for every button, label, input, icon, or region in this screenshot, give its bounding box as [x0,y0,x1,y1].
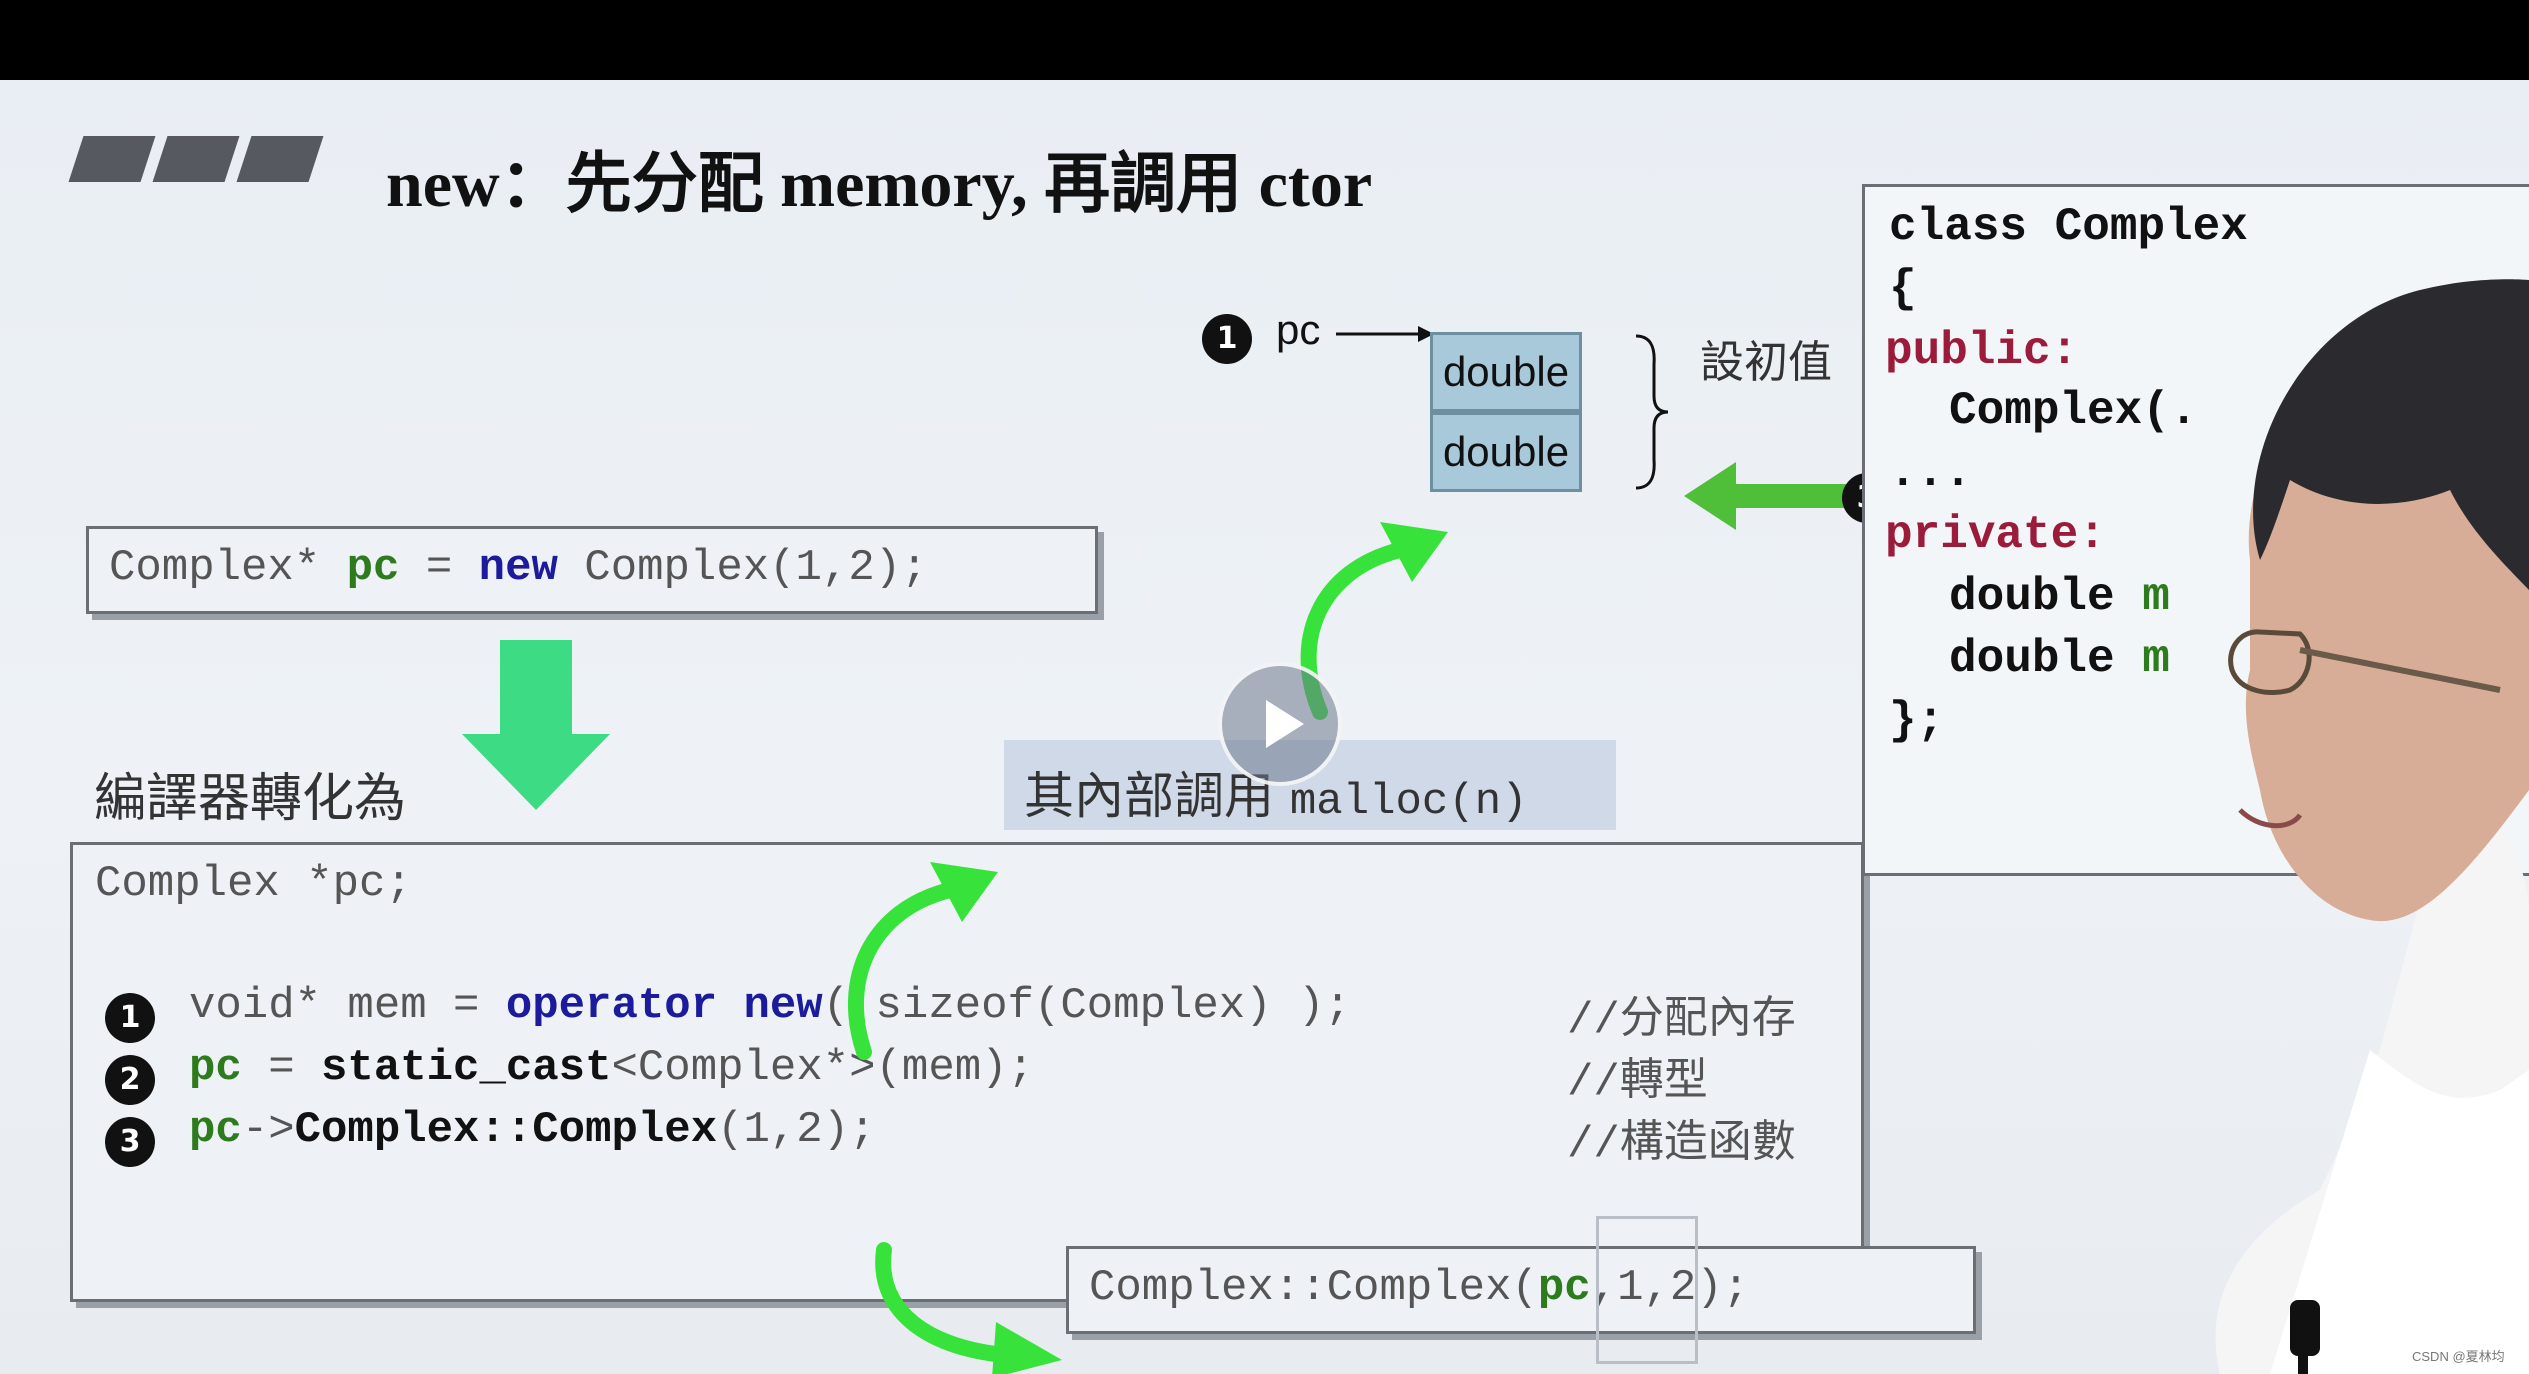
member-declaration: double m [1949,633,2170,685]
code-keyword-operator-new: operator new [505,981,823,1031]
memory-cell-double: double [1430,332,1582,412]
pointer-arrow-icon [1336,326,1434,342]
code-text: double [1949,633,2143,685]
new-statement-box: Complex* pc = new Complex(1,2); [86,526,1098,614]
code-text: <Complex*>(mem); [611,1043,1034,1093]
code-var-pc: pc [189,1043,242,1093]
step-badge-1: 1 [105,993,155,1043]
access-public: public: [1885,325,2079,377]
code-keyword-new: new [478,543,558,593]
title-decoration-bar [236,136,324,182]
comment-construct: //構造函數 [1567,1120,1796,1170]
code-line-ctor-call: pc->Complex::Complex(1,2); [189,1105,876,1155]
curved-arrow-icon [875,1242,1062,1374]
class-line: }; [1889,695,1945,747]
member-declaration: double m [1949,571,2170,623]
malloc-label-code: malloc(n) [1289,777,1528,827]
code-text: void* mem = [189,981,506,1031]
comment-cast: //轉型 [1567,1058,1708,1108]
code-text: -> [241,1105,295,1155]
code-text: = [241,1043,322,1093]
code-keyword-static-cast: static_cast [321,1043,612,1093]
code-text: ( sizeof(Complex) ); [822,981,1351,1031]
presenter-image [2215,279,2529,1374]
class-line: { [1889,263,1917,315]
title-decoration-bar [68,136,156,182]
class-line: class Complex [1889,201,2248,253]
code-operator: = [399,543,479,593]
code-keyword-ctor: Complex::Complex [294,1105,718,1155]
code-line-operator-new: void* mem = operator new( sizeof(Complex… [189,981,1351,1031]
code-line-static-cast: pc = static_cast<Complex*>(mem); [189,1043,1034,1093]
comment-allocate: //分配內存 [1567,996,1796,1046]
this-pointer-highlight [1596,1216,1698,1364]
ctor-call-box: Complex::Complex(pc,1,2); [1066,1246,1976,1334]
code-text: ,1,2); [1590,1263,1750,1313]
slide-title: new：先分配 memory, 再調用 ctor [386,148,1373,221]
ctor-declaration: Complex(. [1949,385,2198,437]
class-line: ... [1889,447,1972,499]
memory-cell-double: double [1430,412,1582,492]
init-arrow-icon [1684,462,1930,530]
code-text: (1,2); [717,1105,876,1155]
curved-arrow-icon [848,862,998,1060]
play-button[interactable] [1218,662,1342,786]
compiler-label: 編譯器轉化為 [94,769,407,829]
pointer-badge-1: 1 [1202,314,1252,364]
new-statement-code: Complex* pc = new Complex(1,2); [109,543,928,593]
down-arrow-icon [462,640,610,810]
code-line-declare: Complex *pc; [95,859,412,909]
code-var-pc: pc [189,1105,242,1155]
init-label: 設初值 [1700,337,1832,388]
member-name: m [2142,571,2170,623]
step-badge-2: 2 [105,1055,155,1105]
step-badge-3: 3 [105,1117,155,1167]
brace-icon [1635,334,1669,490]
code-text: Complex::Complex( [1089,1263,1538,1313]
title-decoration-bar [152,136,240,182]
expanded-code-box: Complex *pc; 1 void* mem = operator new(… [70,842,1864,1302]
malloc-label: 其內部調用 malloc(n) [1024,756,1528,828]
pointer-label: pc [1276,306,1321,353]
code-rest: Complex(1,2); [557,543,928,593]
ctor-call-code: Complex::Complex(pc,1,2); [1089,1263,1749,1313]
member-name: m [2142,633,2170,685]
code-type: Complex* [109,543,347,593]
lecture-slide: new：先分配 memory, 再調用 ctor Complex* pc = n… [0,80,2529,1374]
access-private: private: [1885,509,2106,561]
code-text: double [1949,571,2143,623]
code-var-pc: pc [346,543,400,593]
code-var-pc: pc [1537,1263,1591,1313]
watermark: CSDN @夏林均 [2412,1349,2505,1364]
malloc-label-text: 其內部調用 [1024,767,1290,825]
